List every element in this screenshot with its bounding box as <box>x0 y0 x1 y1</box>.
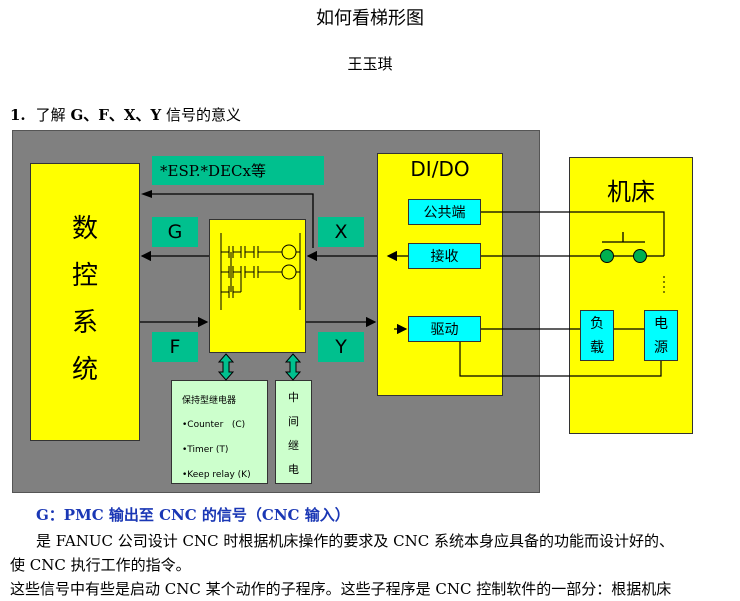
x-signal-label: X <box>318 217 364 247</box>
esp-dec-label: *ESP.*DECx等 <box>152 156 324 185</box>
cnc-char: 数 <box>71 214 98 244</box>
intermediate-char: 中 <box>288 391 299 404</box>
ladder-diagram <box>220 233 301 310</box>
drive-box: 驱动 <box>408 316 481 342</box>
paragraph-1-line-2: 使 CNC 执行工作的指令。 <box>10 556 191 574</box>
relay-item-keep: •Keep relay (K) <box>182 470 251 480</box>
intermediate-char: 继 <box>288 439 299 452</box>
paragraph-2-line-1: 这些信号中有些是启动 CNC 某个动作的子程序。这些子程序是 CNC 控制软件的… <box>10 580 672 598</box>
receive-box: 接收 <box>408 243 481 269</box>
cnc-char: 控 <box>71 261 98 291</box>
g-signal-heading: G：PMC 输出至 CNC 的信号（CNC 输入） <box>36 506 350 524</box>
section-number: 1. <box>10 106 26 124</box>
load-char: 载 <box>590 339 604 356</box>
machine-block <box>569 157 693 434</box>
cnc-system-block: 数 控 系 统 <box>30 163 140 441</box>
section-signals: G、F、X、Y <box>70 106 162 124</box>
load-box: 负 载 <box>580 310 614 361</box>
paragraph-1-line-1: 是 FANUC 公司设计 CNC 时根据机床操作的要求及 CNC 系统本身应具备… <box>36 532 674 550</box>
common-terminal: 公共端 <box>408 199 481 225</box>
switch-contact-right <box>633 249 647 263</box>
f-signal-label: F <box>152 332 198 362</box>
switch-contact-left <box>600 249 614 263</box>
common-wire <box>481 211 665 256</box>
dido-title: DI/DO <box>410 157 470 181</box>
power-return-wire <box>459 342 662 377</box>
section-prefix: 了解 <box>35 106 71 124</box>
intermediate-relay-box: 中 间 继 电 <box>275 380 312 484</box>
cnc-char: 统 <box>71 355 98 385</box>
relay-item-timer: •Timer (T) <box>182 445 229 455</box>
relay-link-arrow <box>217 353 302 381</box>
load-char: 负 <box>590 315 604 332</box>
pmc-ladder-block <box>209 219 306 353</box>
relay-item-counter: •Counter (C) <box>182 420 246 430</box>
power-box: 电 源 <box>644 310 678 361</box>
intermediate-char: 间 <box>288 415 299 428</box>
esp-signal-path <box>152 193 314 248</box>
dido-block <box>377 153 503 396</box>
section-suffix: 信号的意义 <box>161 106 242 124</box>
machine-title: 机床 <box>607 177 655 206</box>
g-signal-label: G <box>152 217 198 247</box>
intermediate-char: 电 <box>288 463 299 476</box>
document-author: 王玉琪 <box>347 55 393 73</box>
esp-arrow <box>141 190 152 198</box>
power-char: 电 <box>654 315 668 332</box>
y-signal-label: Y <box>318 332 364 362</box>
cnc-char: 系 <box>71 308 98 338</box>
relay-box-title: 保持型继电器 <box>182 396 237 406</box>
document-title: 如何看梯形图 <box>316 8 424 29</box>
power-char: 源 <box>654 339 668 356</box>
keep-relay-box: 保持型继电器 •Counter (C) •Timer (T) •Keep rel… <box>171 380 268 484</box>
section-heading: 1. 了解 G、F、X、Y 信号的意义 <box>10 104 241 125</box>
